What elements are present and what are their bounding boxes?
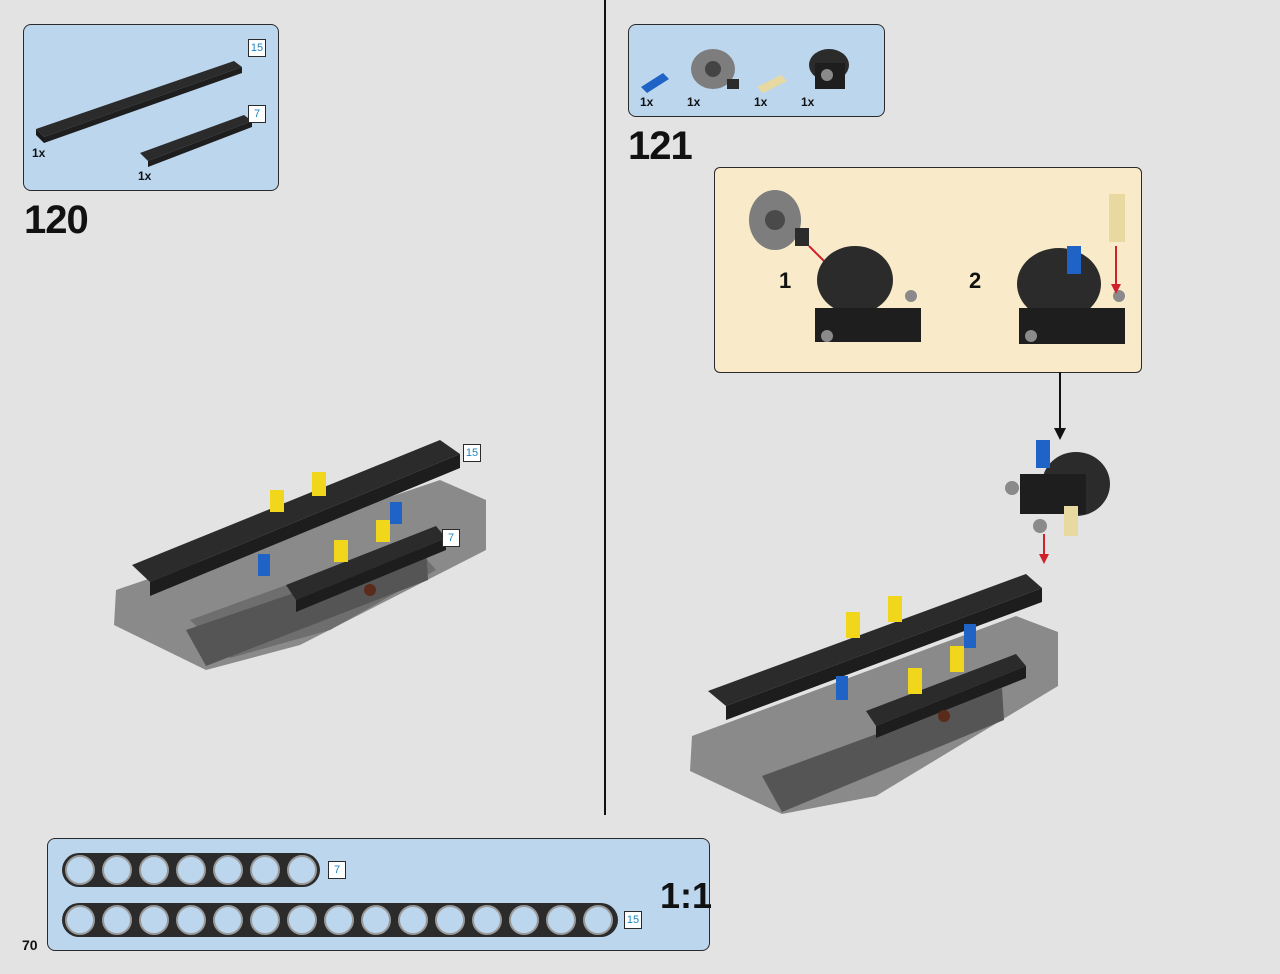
- beam-7-icon: [140, 115, 252, 167]
- beam-7-actual-size: [62, 853, 320, 887]
- beam-hole: [102, 855, 132, 885]
- arrow-red-2: [1111, 246, 1121, 294]
- scale-beam-7-label: 7: [328, 861, 346, 879]
- assembly120-beam-7-label: 7: [442, 529, 460, 547]
- scale-ratio: 1:1: [660, 875, 713, 916]
- step121-callout: 1 2: [714, 167, 1142, 373]
- scale-beam-15-label: 15: [624, 911, 642, 929]
- beam-hole: [65, 855, 95, 885]
- beam-hole: [583, 905, 613, 935]
- beam-hole: [139, 905, 169, 935]
- yellow-pins-121: [846, 596, 964, 694]
- black-hub-bracket-qty: 1x: [801, 95, 815, 109]
- callout-down-arrow: [1054, 372, 1066, 440]
- beam-hole: [65, 905, 95, 935]
- blue-pins-121: [836, 624, 976, 700]
- turntable-hub-icon: [749, 190, 809, 250]
- beam-hole: [546, 905, 576, 935]
- beam-hole: [324, 905, 354, 935]
- beam-hole: [250, 855, 280, 885]
- beam-hole: [139, 855, 169, 885]
- beam-hole: [361, 905, 391, 935]
- callout-substep-images: [749, 190, 1125, 344]
- blue-axle-pin-icon: [641, 73, 669, 93]
- gray-turntable-hub-qty: 1x: [687, 95, 701, 109]
- beam-15-qty: 1x: [32, 146, 46, 160]
- beam-hole: [176, 905, 206, 935]
- beam-hole: [102, 905, 132, 935]
- assembly120-beam-15-label: 15: [463, 444, 481, 462]
- substep-1-label: 1: [779, 268, 792, 293]
- beam-long-black: [132, 440, 460, 596]
- gray-turntable-hub-icon: [691, 49, 739, 89]
- beam-hole: [287, 905, 317, 935]
- bracket-icon-1: [815, 246, 921, 342]
- tan-pin-icon: [1109, 194, 1125, 242]
- tan-axle-pin-qty: 1x: [754, 95, 768, 109]
- step120-assembly-image: [114, 440, 486, 670]
- beam-7-qty: 1x: [138, 169, 152, 183]
- beam-hole: [472, 905, 502, 935]
- step121-part-images: [641, 49, 849, 93]
- tan-axle-pin-icon: [757, 75, 787, 93]
- page-divider: [604, 0, 606, 815]
- beam-hole: [213, 855, 243, 885]
- step121-assembly-image: [690, 574, 1058, 814]
- blue-pins: [258, 502, 402, 576]
- beam-short-black-121: [866, 654, 1026, 738]
- page-number: 70: [22, 937, 38, 953]
- step121-subassembly: [1005, 440, 1110, 564]
- beam-hole: [509, 905, 539, 935]
- beam-hole: [435, 905, 465, 935]
- beam-15-length-label: 15: [248, 39, 266, 57]
- step121-number: 121: [628, 124, 693, 168]
- step120-parts-box: 15 7 1x 1x: [23, 24, 279, 191]
- beam-15-actual-size: [62, 903, 618, 937]
- beam-hole: [213, 905, 243, 935]
- assembled-hub-icon: [1017, 246, 1125, 344]
- black-hub-bracket-icon: [809, 49, 849, 89]
- step120-number: 120: [24, 198, 89, 242]
- beam-15-part-image: [36, 61, 252, 167]
- beam-7-length-label: 7: [248, 105, 266, 123]
- beam-short-black: [286, 526, 446, 612]
- beam-long-black-121: [708, 574, 1042, 720]
- beam-15-icon: [36, 61, 242, 143]
- blue-axle-pin-qty: 1x: [640, 95, 654, 109]
- scale-reference-box: 7 15 1:1: [47, 838, 713, 951]
- beam-hole: [398, 905, 428, 935]
- yellow-pins: [270, 472, 390, 562]
- substep-2-label: 2: [969, 268, 982, 293]
- beam-hole: [287, 855, 317, 885]
- beam-hole: [176, 855, 206, 885]
- beam-hole: [250, 905, 280, 935]
- step121-parts-box: 1x 1x 1x 1x: [628, 24, 885, 117]
